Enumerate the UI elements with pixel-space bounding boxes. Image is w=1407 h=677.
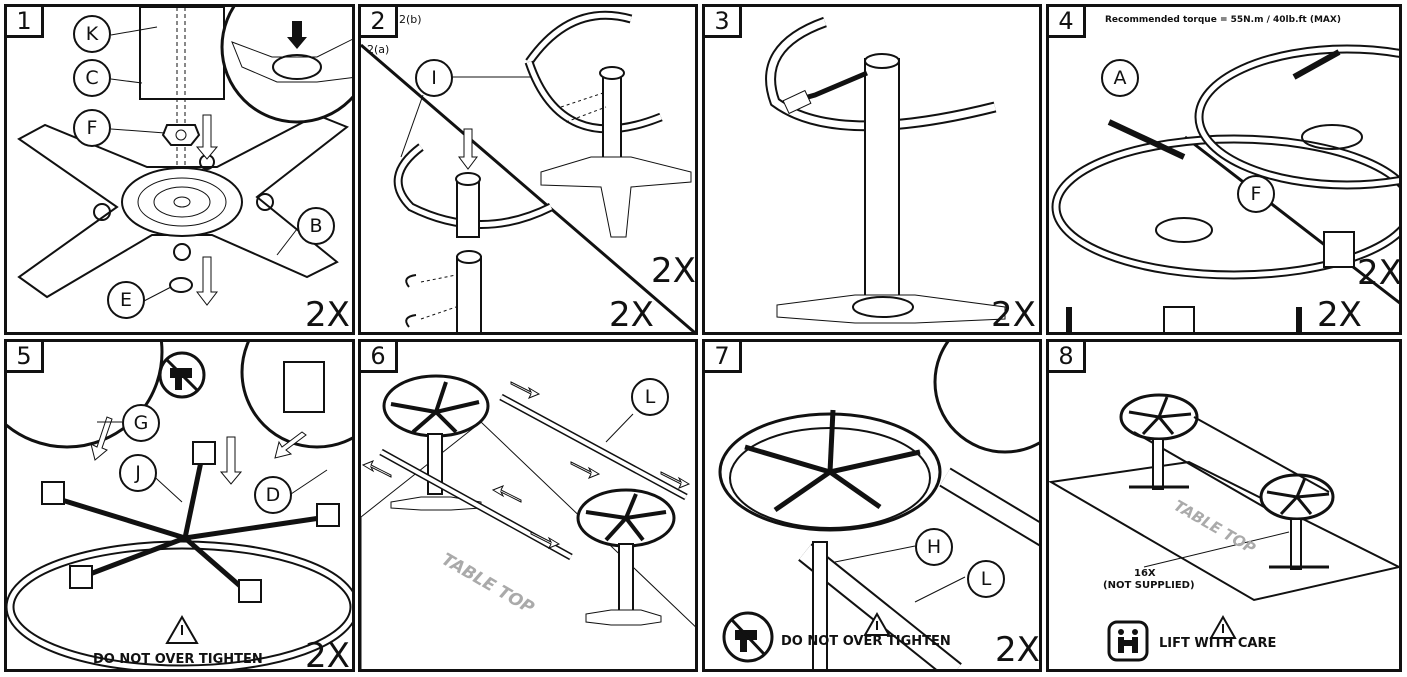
step-number: 1 — [7, 7, 44, 38]
warning-text: DO NOT OVER TIGHTEN — [781, 634, 951, 649]
callout-j: J — [119, 454, 157, 492]
callout-k: K — [73, 15, 111, 53]
quantity-label-4a: 2X — [1317, 295, 1362, 335]
callout-f: F — [1237, 175, 1275, 213]
step-2-illustration — [361, 10, 695, 332]
callout-b: B — [297, 207, 335, 245]
quantity-label-2b: 2X — [651, 251, 696, 291]
step-5-panel: G J D DO NOT OVER TIGHTEN 5 2X — [4, 339, 355, 672]
callout-h: H — [915, 528, 953, 566]
quantity-label: 2X — [995, 630, 1040, 670]
callout-c: C — [73, 59, 111, 97]
fastener-count: 16X — [1134, 568, 1156, 579]
step-1-illustration — [17, 7, 352, 306]
quantity-label: 2X — [305, 295, 350, 335]
step-1-panel: K C F B E 1 2X — [4, 4, 355, 335]
callout-g: G — [122, 404, 160, 442]
step-number: 4 — [1049, 7, 1086, 38]
step-number: 6 — [361, 342, 398, 373]
step-8-panel: TABLE TOP 16X (NOT SUPPLIED) LIFT WITH C… — [1046, 339, 1402, 672]
step-3-illustration — [765, 16, 1006, 324]
callout-f: F — [73, 109, 111, 147]
step-6-illustration — [361, 374, 695, 669]
sub-step-2b-label: 2(b) — [399, 13, 422, 26]
step-number: 3 — [705, 7, 742, 38]
callout-l: L — [631, 378, 669, 416]
quantity-label: 2X — [991, 295, 1036, 335]
step-5-illustration — [7, 342, 352, 669]
step-number: 2 — [361, 7, 398, 38]
sub-step-2a-label: 2(a) — [367, 43, 390, 56]
step-number: 8 — [1049, 342, 1086, 373]
step-7-illustration — [718, 342, 1039, 669]
callout-a: A — [1101, 59, 1139, 97]
callout-l: L — [967, 560, 1005, 598]
step-number: 5 — [7, 342, 44, 373]
step-number: 7 — [705, 342, 742, 373]
step-3-panel: 3 2X — [702, 4, 1042, 335]
fastener-note: (NOT SUPPLIED) — [1103, 580, 1195, 591]
callout-d: D — [254, 476, 292, 514]
step-2-panel: 2(b) 2(a) I 2 2X 2X — [358, 4, 698, 335]
step-4-panel: Recommended torque = 55N.m / 40lb.ft (MA… — [1046, 4, 1402, 335]
step-7-panel: H L DO NOT OVER TIGHTEN 7 2X — [702, 339, 1042, 672]
quantity-label-2a: 2X — [609, 295, 654, 335]
step-6-panel: TABLE TOP L 6 — [358, 339, 698, 672]
callout-i: I — [415, 59, 453, 97]
quantity-label: 2X — [305, 636, 350, 672]
step-8-illustration — [1049, 393, 1399, 662]
warning-text: DO NOT OVER TIGHTEN — [93, 652, 263, 667]
torque-spec: Recommended torque = 55N.m / 40lb.ft (MA… — [1105, 15, 1341, 25]
warning-text: LIFT WITH CARE — [1159, 636, 1277, 651]
callout-e: E — [107, 281, 145, 319]
quantity-label-4b: 2X — [1357, 253, 1402, 293]
step-4-illustration — [1051, 44, 1399, 332]
